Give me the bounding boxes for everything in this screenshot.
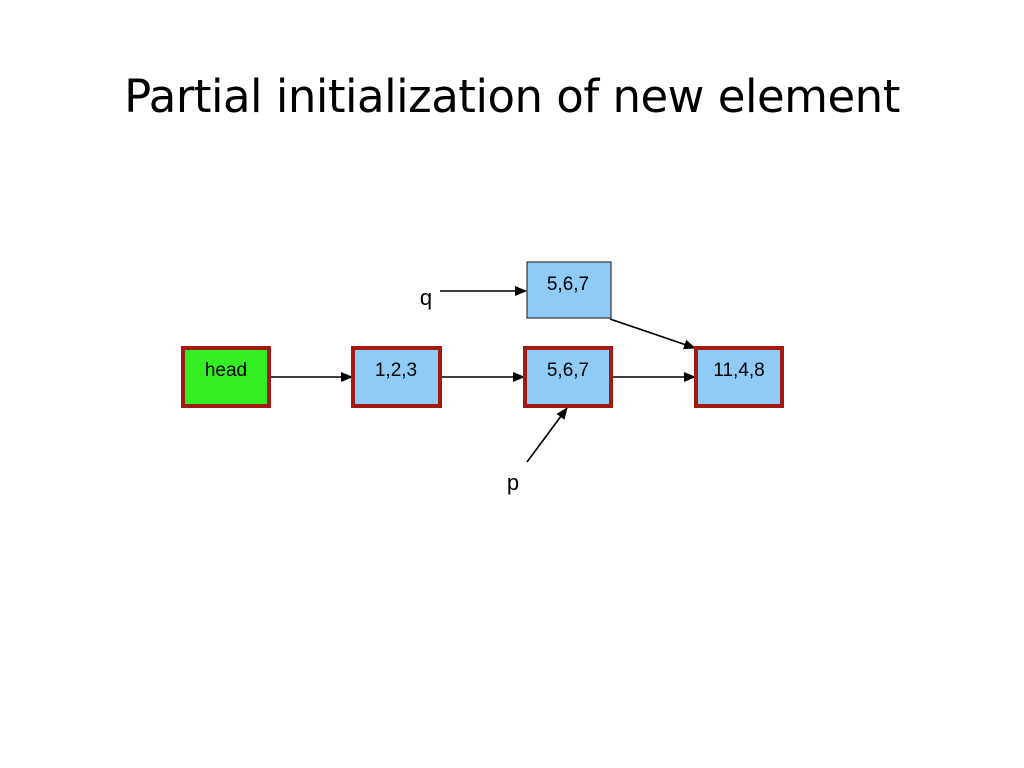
node-1148-label: 11,4,8 bbox=[713, 360, 764, 381]
edge-p-to-567 bbox=[526, 407, 568, 463]
node-1148: 11,4,8 bbox=[694, 346, 784, 408]
node-123-label: 1,2,3 bbox=[375, 360, 417, 381]
node-567-list: 5,6,7 bbox=[523, 346, 613, 408]
node-head: head bbox=[181, 346, 271, 408]
pointer-p-label: p bbox=[507, 470, 519, 495]
slide-title: Partial initialization of new element bbox=[124, 70, 900, 123]
node-123: 1,2,3 bbox=[351, 346, 442, 408]
node-567-list-label: 5,6,7 bbox=[547, 360, 589, 381]
node-567-new-label: 5,6,7 bbox=[547, 274, 589, 295]
node-123-box bbox=[351, 346, 442, 408]
node-head-label: head bbox=[205, 360, 247, 381]
node-567-new: 5,6,7 bbox=[526, 261, 612, 319]
edge-new-567-to-1148 bbox=[609, 318, 696, 350]
node-567-new-box bbox=[526, 261, 612, 319]
node-567-list-box bbox=[523, 346, 613, 408]
pointer-q-label: q bbox=[420, 285, 432, 310]
node-head-box bbox=[181, 346, 271, 408]
node-1148-box bbox=[694, 346, 784, 408]
